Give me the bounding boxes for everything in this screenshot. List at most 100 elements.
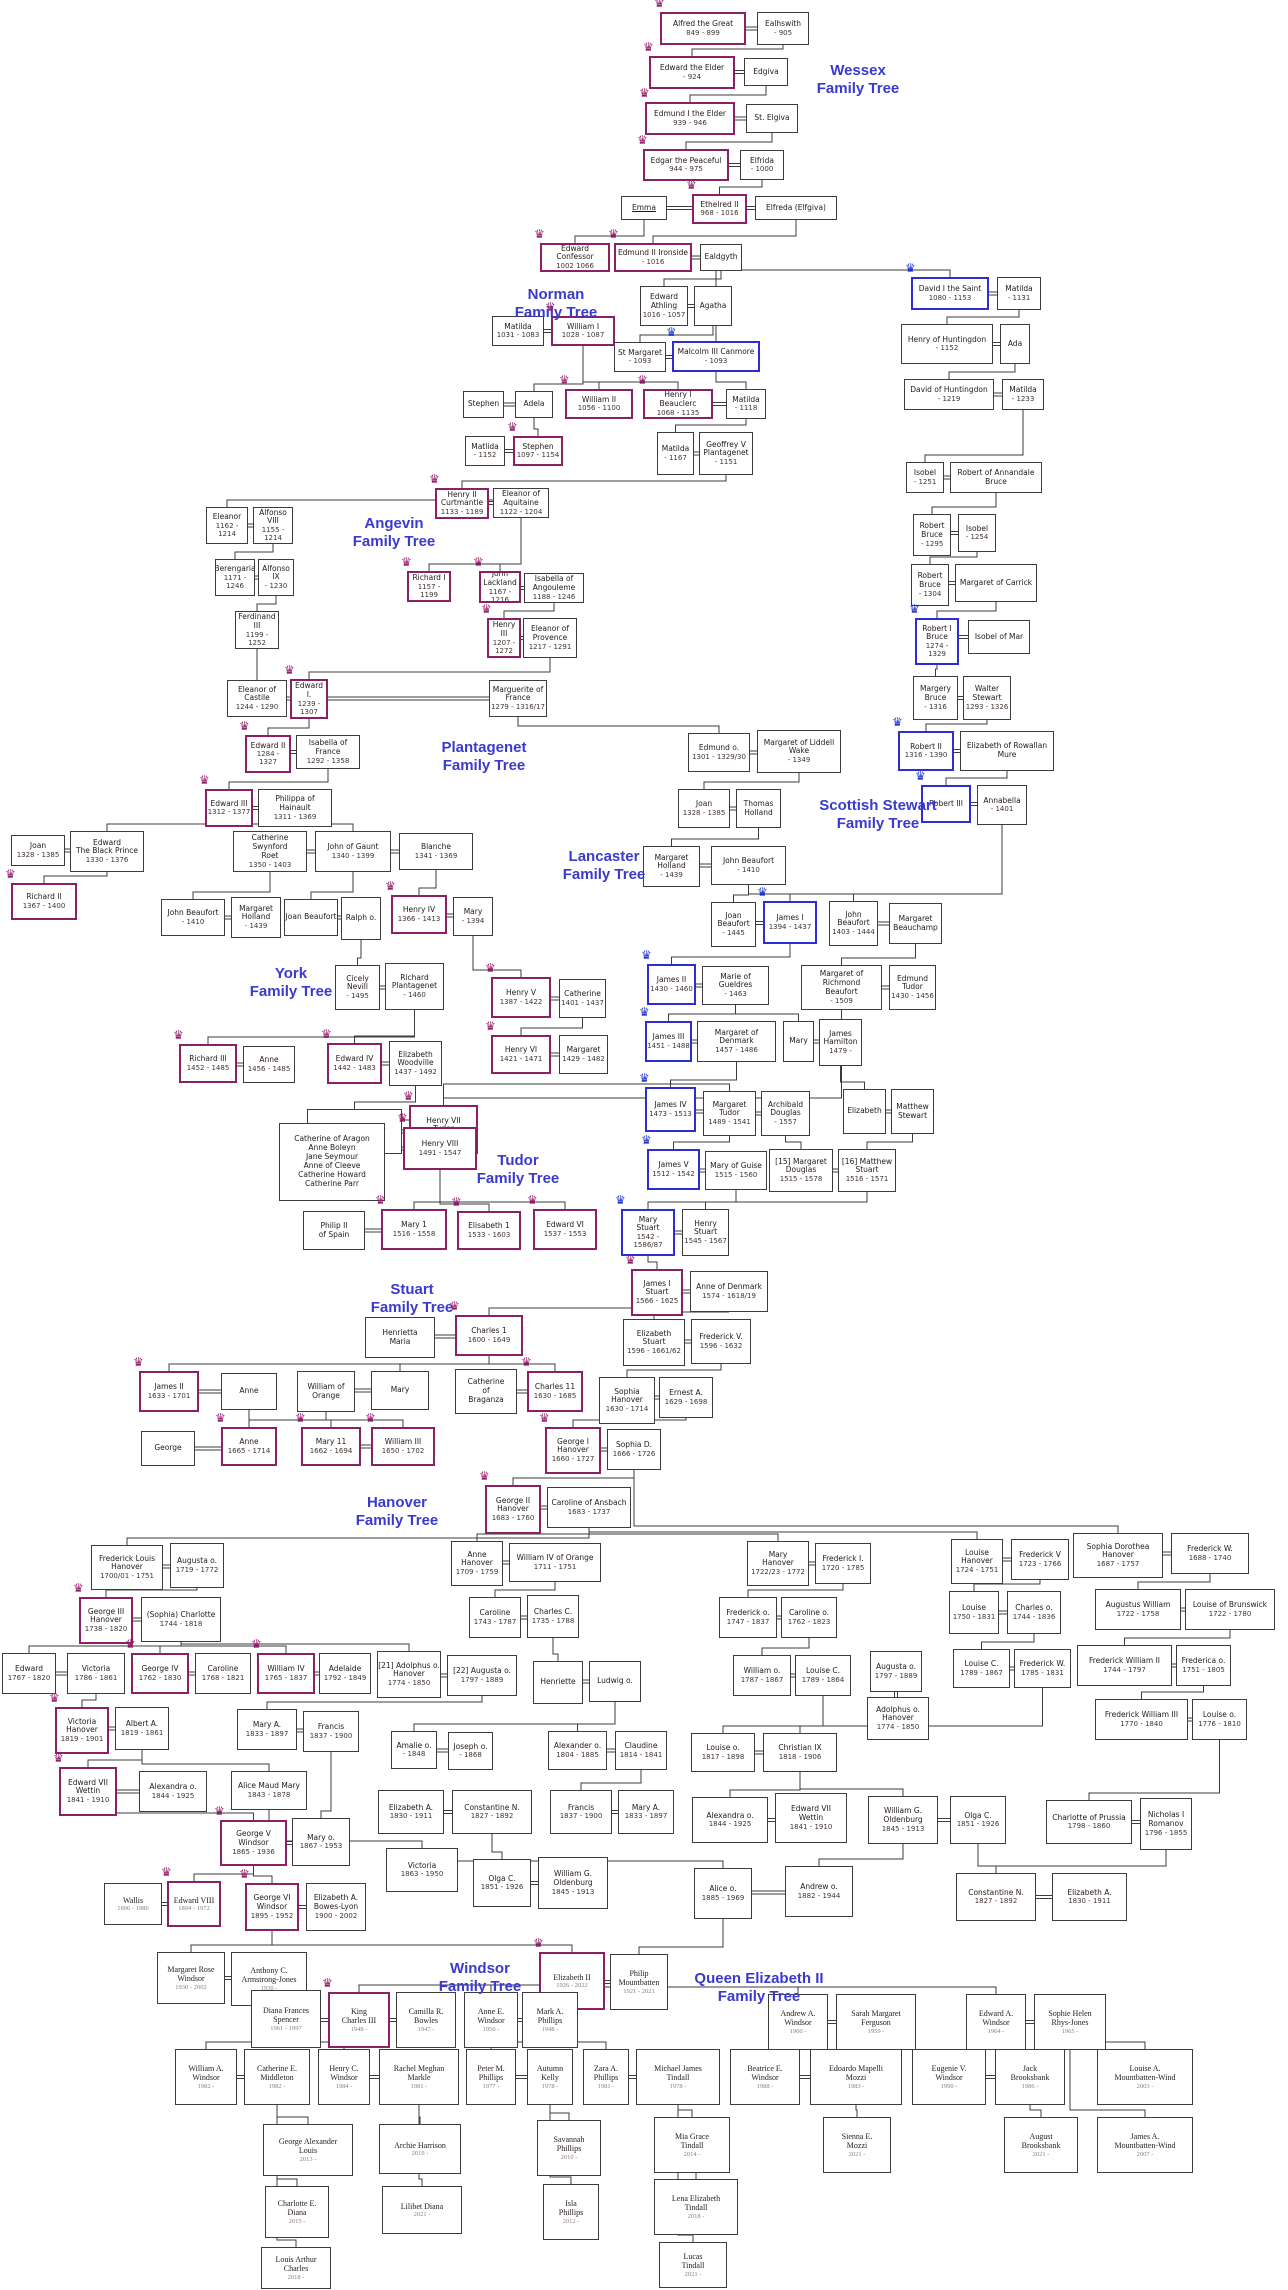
person-frederick-w: Frederick W.1688 - 1740: [1171, 1533, 1249, 1574]
person-22-augusta-o: [22] Augusta o.1797 - 1889: [447, 1655, 517, 1696]
person-anne: Anne: [221, 1373, 277, 1410]
person-mary: Mary- 1394: [453, 897, 493, 936]
person-elfreda-elfgiva: Elfreda (Elfgiva): [755, 196, 837, 220]
section-label-angevin: Angevin Family Tree: [352, 515, 436, 550]
person-emma: Emma: [621, 196, 667, 220]
person-louise-c: Louise C.1789 - 1867: [953, 1649, 1010, 1688]
section-label-norman: Norman Family Tree: [514, 286, 598, 321]
person-robert-iii: Robert III: [921, 785, 971, 823]
section-label-windsor: Windsor Family Tree: [438, 1960, 522, 1995]
person-mary-a: Mary A.1833 - 1897: [237, 1709, 297, 1750]
person-edmund-o: Edmund o.1301 - 1329/30: [688, 733, 750, 772]
section-label-lancaster: Lancaster Family Tree: [562, 848, 646, 883]
person-matilda: Matilda- 1118: [726, 389, 766, 419]
person-alexandra-o: Alexandra o.1844 - 1925: [139, 1771, 207, 1812]
person-alexandra-o: Alexandra o.1844 - 1925: [692, 1797, 768, 1843]
person-frederick-o: Frederick o.1747 - 1837: [719, 1597, 777, 1638]
person-george: George: [141, 1431, 195, 1466]
person-elizabeth-a: Elizabeth A.1830 - 1911: [1052, 1873, 1127, 1921]
person-edward-i: Edward I.1239 - 1307: [290, 679, 328, 719]
person-charles-c: Charles C.1735 - 1788: [527, 1595, 579, 1638]
person-ralph-o: Ralph o.: [341, 897, 381, 940]
person-olga-c: Olga C.1851 - 1926: [473, 1859, 531, 1907]
person-agatha: Agatha: [694, 286, 732, 326]
person-constantine-n: Constantine N.1827 - 1892: [452, 1790, 532, 1834]
person-alice-o: Alice o.1885 - 1969: [694, 1868, 752, 1919]
person-constantine-n: Constantine N.1827 - 1892: [956, 1873, 1036, 1921]
person-malcolm-iii-canmore: Malcolm III Canmore- 1093: [672, 341, 760, 372]
person-stephen: Stephen: [463, 391, 504, 418]
person-augusta-o: Augusta o.1719 - 1772: [170, 1543, 224, 1588]
person-alexander-o: Alexander o.1804 - 1885: [548, 1731, 607, 1770]
person-augusta-o: Augusta o.1797 - 1889: [870, 1651, 922, 1692]
person-caroline-o: Caroline o.1762 - 1823: [781, 1597, 837, 1638]
person-andrew-o: Andrew o.1882 - 1944: [785, 1866, 853, 1917]
person-frederick-v: Frederick V.1596 - 1632: [691, 1319, 751, 1364]
person-albert-a: Albert A.1819 - 1861: [115, 1707, 169, 1750]
person-elizabeth: Elizabeth: [843, 1089, 886, 1134]
section-label-tudor: Tudor Family Tree: [476, 1152, 560, 1187]
person-joseph-o: Joseph o.- 1868: [448, 1732, 493, 1770]
section-label-plantagenet: Plantagenet Family Tree: [441, 739, 527, 774]
